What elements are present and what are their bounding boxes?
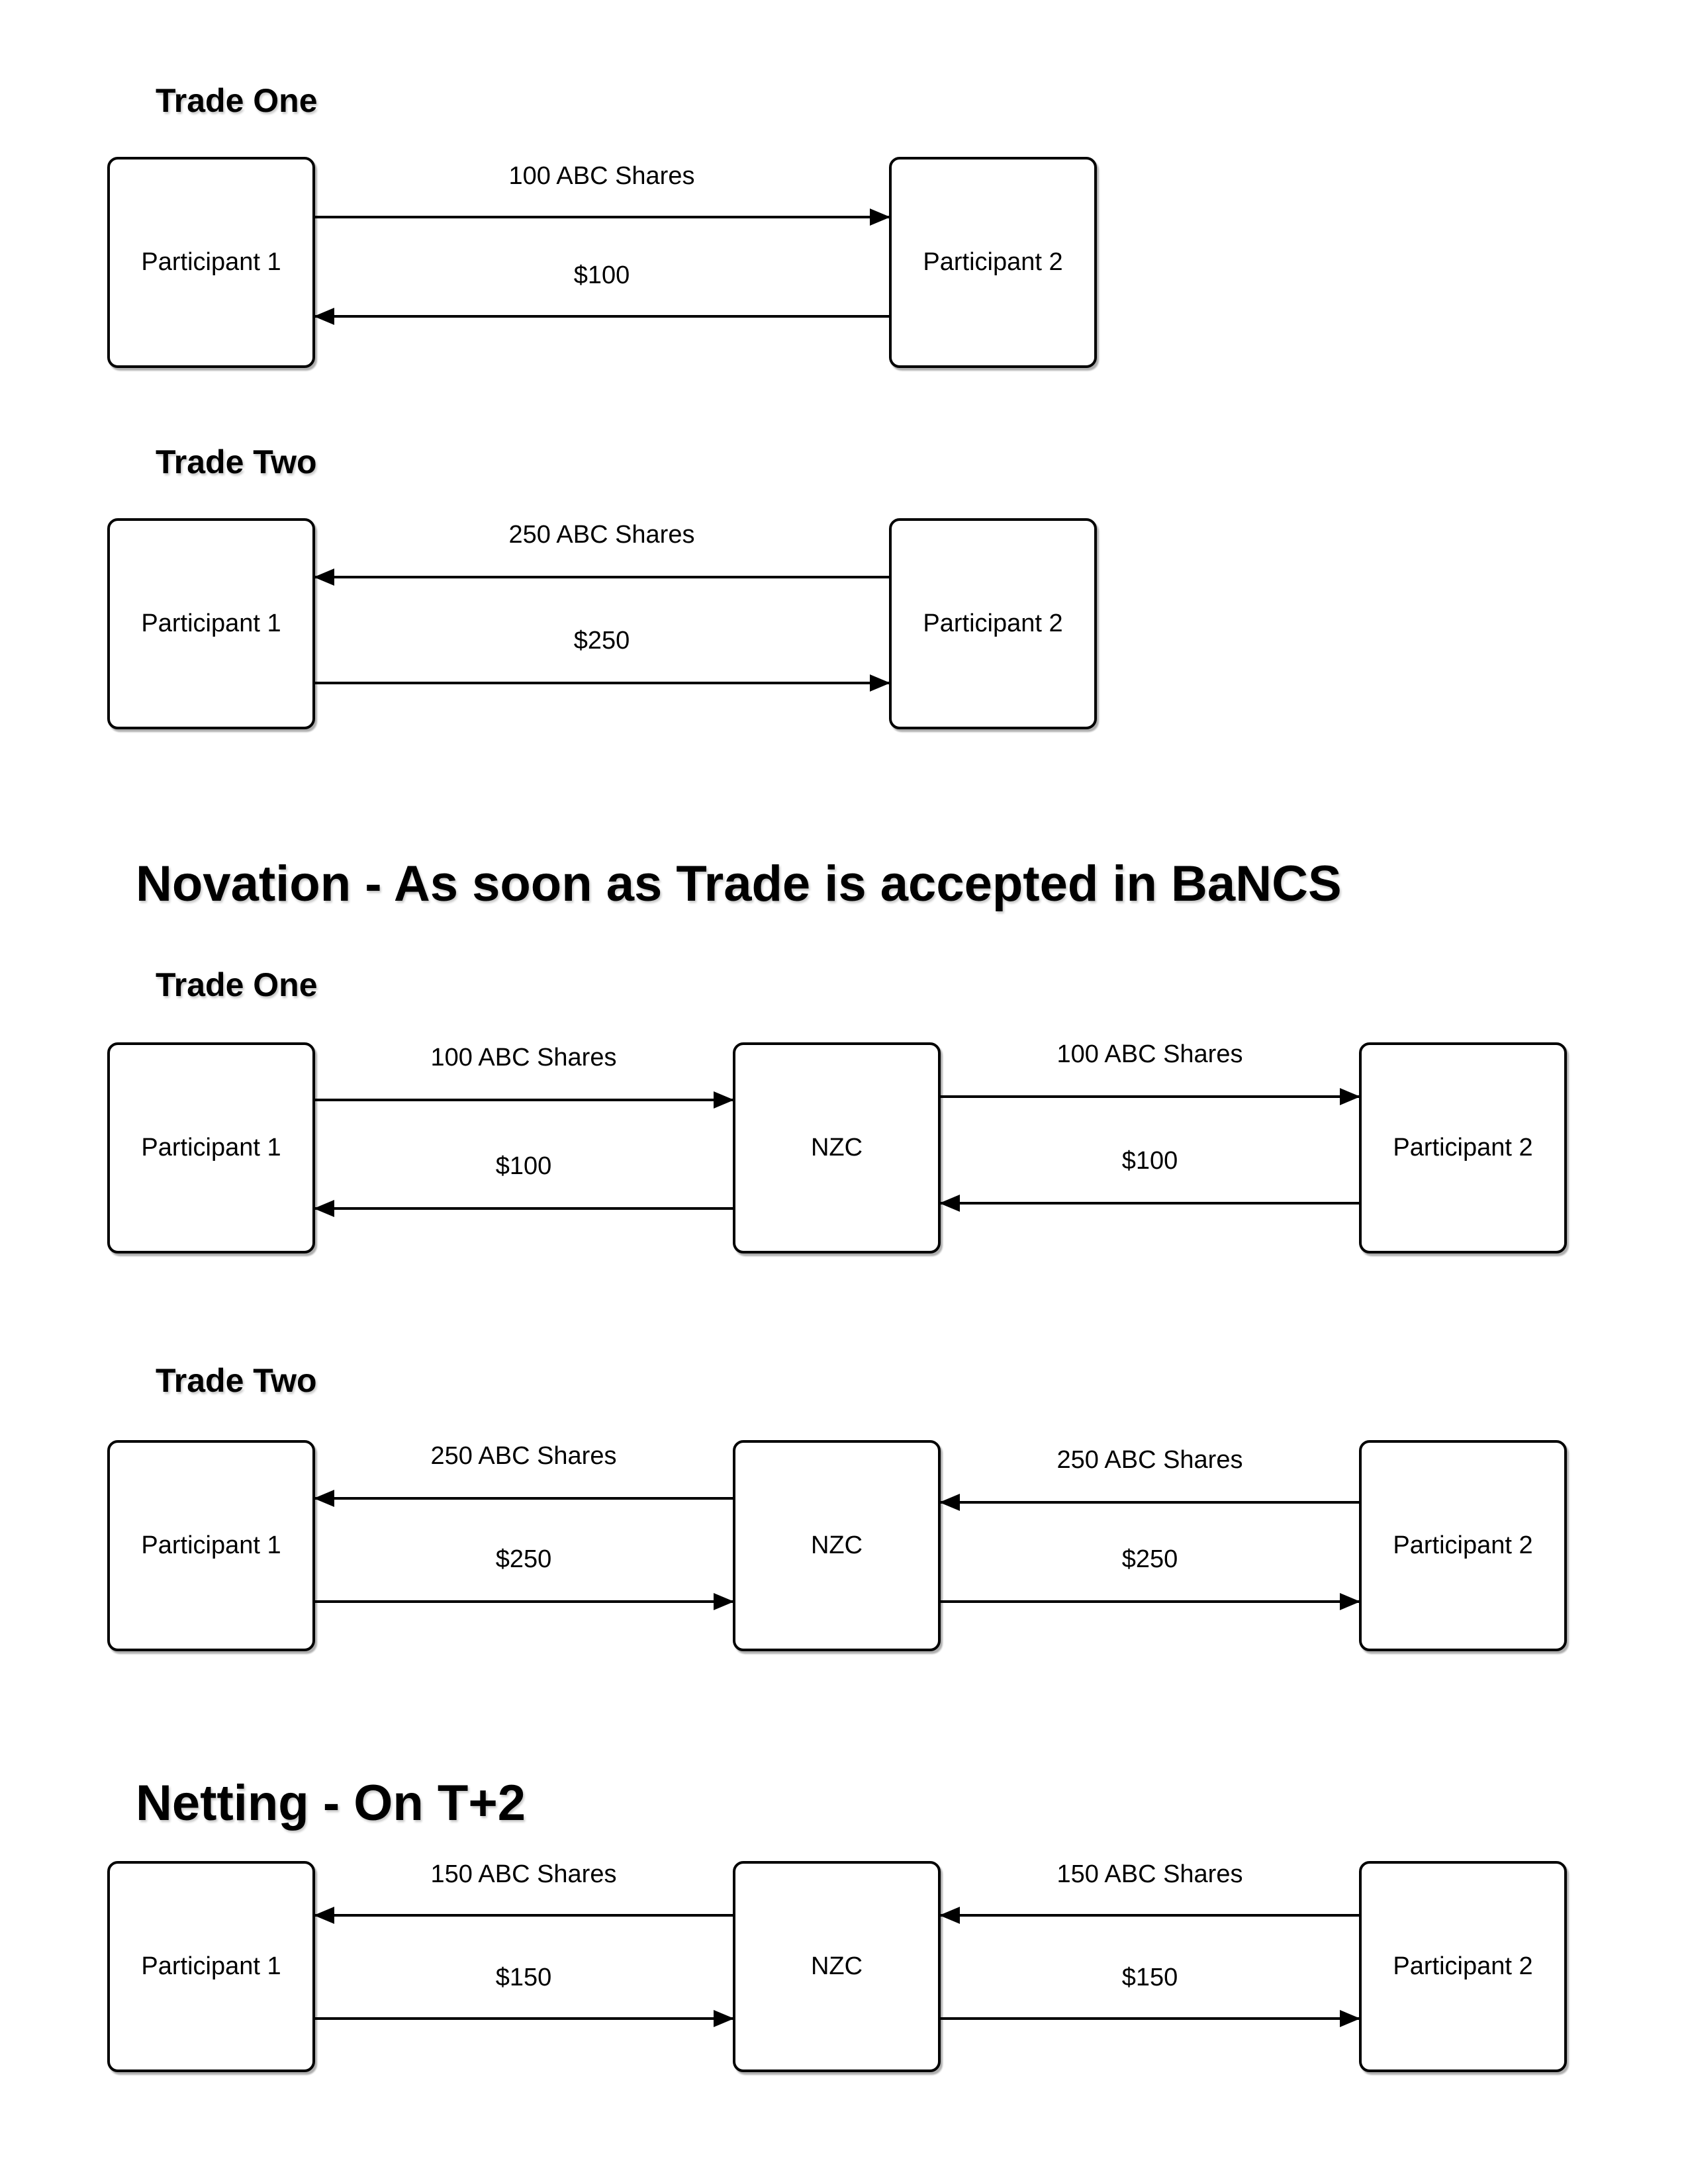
nzc-label: NZC [810, 1952, 863, 1980]
arrow-p1-to-nzc-shares [315, 1099, 733, 1101]
arrow-p2-to-nzc-net-shares [941, 1914, 1359, 1917]
arrow-nzc-to-p1-net-shares [315, 1914, 733, 1917]
novation-trade-one-nzc-node: NZC [733, 1042, 941, 1253]
novation-trade-one-right-shares-label: 100 ABC Shares [1056, 1040, 1243, 1068]
novation-section-title: Novation - As soon as Trade is accepted … [136, 856, 1342, 912]
novation-trade-two-right-shares-label: 250 ABC Shares [1056, 1446, 1243, 1474]
original-trade-two-participant1-node: Participant 1 [107, 518, 315, 729]
novation-trade-two-left-cash-label: $250 [495, 1545, 552, 1573]
novation-trade-two-right-cash-label: $250 [1121, 1545, 1178, 1573]
original-trade-one-cash-label: $100 [573, 261, 630, 289]
participant2-label: Participant 2 [1393, 1952, 1533, 1980]
participant2-label: Participant 2 [923, 609, 1063, 637]
original-trade-one-participant1-node: Participant 1 [107, 157, 315, 368]
novation-trade-one-left-shares-label: 100 ABC Shares [430, 1044, 617, 1071]
arrow-p1-to-p2-cash [315, 682, 889, 684]
novation-trade-two-title: Trade Two [156, 1362, 317, 1399]
arrow-nzc-to-p1-cash [315, 1207, 733, 1210]
participant1-label: Participant 1 [141, 1133, 281, 1161]
participant1-label: Participant 1 [141, 1952, 281, 1980]
novation-trade-two-nzc-node: NZC [733, 1440, 941, 1651]
arrow-p2-to-p1-shares [315, 576, 889, 578]
novation-trade-one-participant1-node: Participant 1 [107, 1042, 315, 1253]
netting-left-cash-label: $150 [495, 1964, 552, 1991]
original-trade-one-participant2-node: Participant 2 [889, 157, 1097, 368]
novation-trade-one-right-cash-label: $100 [1121, 1147, 1178, 1175]
netting-right-shares-label: 150 ABC Shares [1056, 1860, 1243, 1888]
arrow-nzc-to-p2-net-cash [941, 2017, 1359, 2020]
participant2-label: Participant 2 [1393, 1133, 1533, 1161]
original-trade-two-cash-label: $250 [573, 627, 630, 655]
participant2-label: Participant 2 [923, 248, 1063, 276]
original-trade-one-shares-label: 100 ABC Shares [508, 162, 695, 190]
arrow-nzc-to-p2-shares [941, 1095, 1359, 1098]
netting-right-cash-label: $150 [1121, 1964, 1178, 1991]
original-trade-two-title: Trade Two [156, 443, 317, 480]
arrow-p1-to-nzc-cash [315, 1600, 733, 1603]
netting-left-shares-label: 150 ABC Shares [430, 1860, 617, 1888]
novation-trade-two-participant1-node: Participant 1 [107, 1440, 315, 1651]
arrow-p2-to-nzc-cash [941, 1202, 1359, 1205]
arrow-nzc-to-p1-shares [315, 1497, 733, 1500]
original-trade-two-shares-label: 250 ABC Shares [508, 521, 695, 549]
novation-trade-two-left-shares-label: 250 ABC Shares [430, 1442, 617, 1470]
arrow-p2-to-nzc-shares [941, 1501, 1359, 1504]
novation-trade-one-title: Trade One [156, 966, 318, 1003]
arrow-p1-to-p2-shares [315, 216, 889, 218]
netting-participant1-node: Participant 1 [107, 1861, 315, 2072]
arrow-p2-to-p1-cash [315, 315, 889, 318]
original-trade-two-participant2-node: Participant 2 [889, 518, 1097, 729]
netting-nzc-node: NZC [733, 1861, 941, 2072]
arrow-p1-to-nzc-net-cash [315, 2017, 733, 2020]
novation-trade-one-participant2-node: Participant 2 [1359, 1042, 1567, 1253]
novation-trade-two-participant2-node: Participant 2 [1359, 1440, 1567, 1651]
original-trade-one-title: Trade One [156, 82, 318, 119]
novation-trade-one-left-cash-label: $100 [495, 1152, 552, 1180]
netting-participant2-node: Participant 2 [1359, 1861, 1567, 2072]
arrow-nzc-to-p2-cash [941, 1600, 1359, 1603]
netting-section-title: Netting - On T+2 [136, 1775, 526, 1831]
participant1-label: Participant 1 [141, 1531, 281, 1559]
nzc-label: NZC [810, 1531, 863, 1559]
participant1-label: Participant 1 [141, 248, 281, 276]
participant2-label: Participant 2 [1393, 1531, 1533, 1559]
nzc-label: NZC [810, 1133, 863, 1161]
participant1-label: Participant 1 [141, 609, 281, 637]
